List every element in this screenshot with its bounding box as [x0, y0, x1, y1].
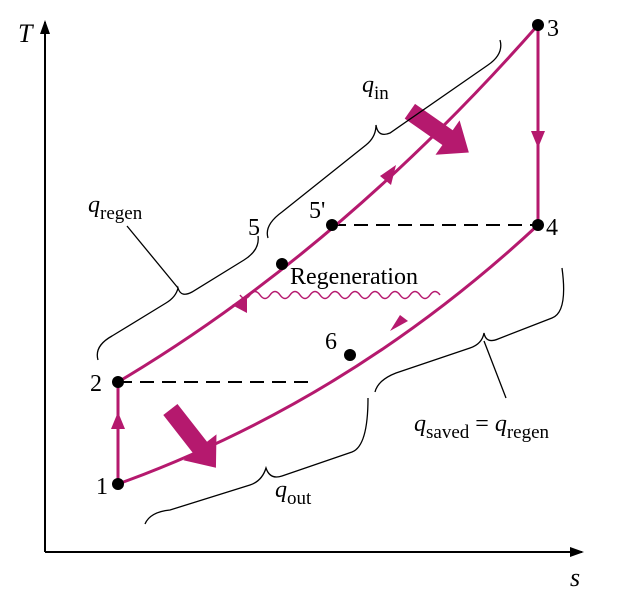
q-saved-equals-q-regen-label: qsaved = qregen — [414, 411, 550, 443]
brace-q-saved — [374, 267, 565, 393]
q-in-label: qin — [362, 72, 389, 104]
state-point-4 — [532, 219, 544, 231]
state-label-6: 6 — [325, 329, 337, 355]
state-point-1 — [112, 478, 124, 490]
state-label-2: 2 — [90, 371, 102, 397]
state-point-5 — [276, 258, 288, 270]
state-label-4: 4 — [546, 215, 558, 241]
state-label-5prime: 5' — [309, 198, 325, 224]
state-point-3 — [532, 19, 544, 31]
state-label-1: 1 — [96, 474, 108, 500]
q-regen-leader — [126, 225, 179, 289]
q-regen-label: qregen — [88, 192, 143, 224]
regeneration-wavy-line — [239, 290, 441, 300]
state-label-3: 3 — [547, 16, 559, 42]
state-point-6 — [344, 349, 356, 361]
heat-in-arrow-icon — [404, 103, 469, 155]
brace-q-out — [144, 397, 369, 525]
t-axis-label: T — [18, 19, 34, 48]
arrow-along-2-3-icon — [380, 165, 396, 185]
arrow-along-4-1-icon — [390, 315, 408, 331]
arrow-left-regen-icon — [232, 297, 247, 313]
q-saved-leader — [483, 340, 507, 399]
regeneration-label: Regeneration — [290, 264, 418, 290]
state-label-5: 5 — [248, 215, 260, 241]
brace-q-in — [266, 39, 502, 239]
heat-out-arrow-icon — [163, 403, 217, 468]
arrow-down-3-4-icon — [531, 131, 545, 148]
process-4-1 — [117, 223, 540, 486]
brace-q-regen — [96, 235, 259, 361]
state-point-2 — [112, 376, 124, 388]
s-axis-label: s — [570, 563, 580, 592]
state-point-5prime — [326, 219, 338, 231]
arrow-up-1-2-icon — [111, 412, 125, 429]
q-out-label: qout — [275, 477, 312, 509]
